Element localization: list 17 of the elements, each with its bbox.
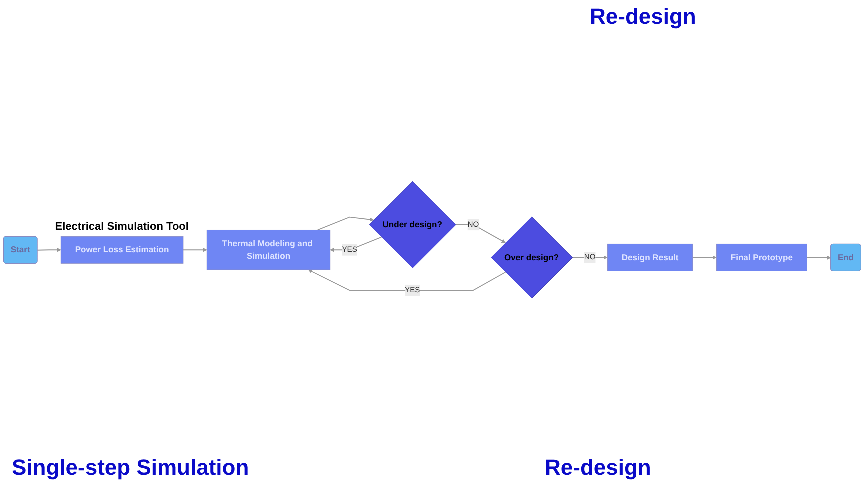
node-box: Final Prototype bbox=[716, 244, 808, 272]
arrow bbox=[317, 216, 374, 231]
node-box: Thermal Modeling and Simulation bbox=[206, 230, 331, 270]
node-box: Design Result bbox=[607, 244, 694, 272]
arrow bbox=[806, 256, 832, 260]
node-diamond: Under design? bbox=[369, 181, 456, 268]
node-diamond: Over design? bbox=[491, 216, 574, 299]
annotation-text: Re-design bbox=[545, 455, 652, 481]
arrow bbox=[692, 256, 717, 260]
annotation-text: Re-design bbox=[590, 4, 696, 30]
arrow bbox=[182, 248, 208, 252]
arrow bbox=[308, 270, 506, 292]
node-box: Power Loss Estimation bbox=[60, 236, 184, 264]
arrow bbox=[330, 236, 382, 252]
node-caption: Electrical Simulation Tool bbox=[55, 220, 189, 233]
arrow bbox=[37, 248, 62, 252]
annotation-text: Single-step Simulation bbox=[12, 455, 250, 481]
